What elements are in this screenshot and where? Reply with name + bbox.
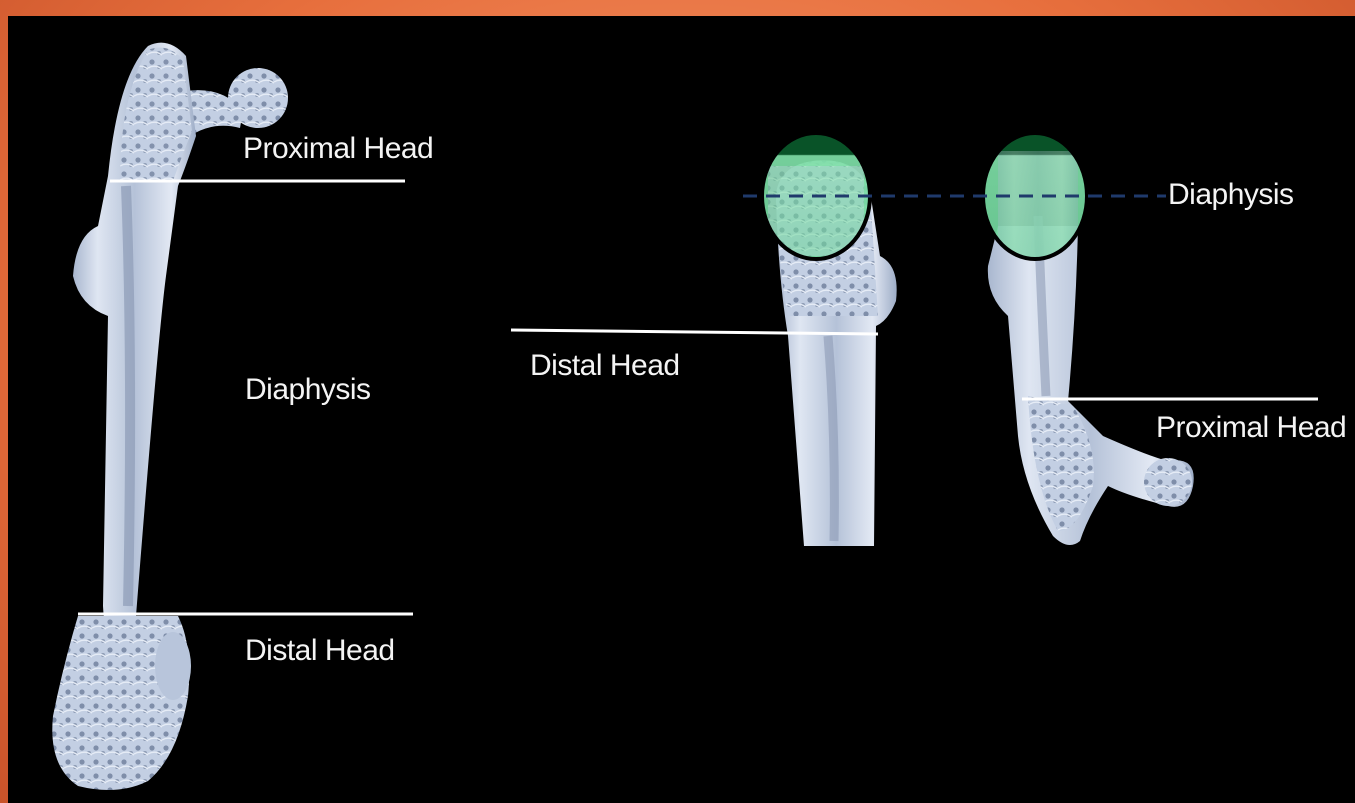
label-diaphysis-right: Diaphysis — [1168, 178, 1294, 212]
label-diaphysis-left: Diaphysis — [245, 373, 371, 407]
label-distal-head-left: Distal Head — [245, 634, 395, 668]
right-bone-segment — [988, 216, 1194, 545]
label-distal-head-middle: Distal Head — [530, 349, 680, 383]
image-panel: Proximal Head Diaphysis Distal Head Dist… — [8, 16, 1355, 803]
label-proximal-head-left: Proximal Head — [243, 132, 433, 166]
femoral-head-right — [1144, 458, 1192, 506]
label-proximal-head-right: Proximal Head — [1156, 411, 1346, 445]
bone-diagram — [8, 16, 1355, 803]
